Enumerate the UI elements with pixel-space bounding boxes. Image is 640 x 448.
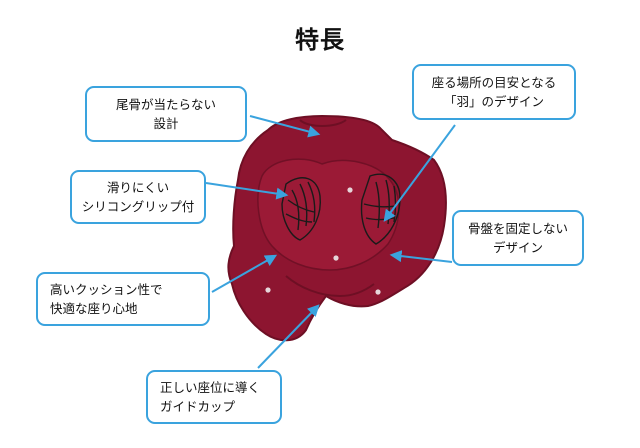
callout-line: 「羽」のデザイン [443,94,544,109]
callout-line: 座る場所の目安となる [431,75,557,90]
hole [333,255,339,261]
arrow-guide-cup [257,304,320,369]
callout-cushion: 高いクッション性で 快適な座り心地 [36,272,210,326]
arrow-grip [205,182,289,200]
callout-line: 尾骨が当たらない [115,97,216,112]
callout-line: 快適な座り心地 [50,301,138,316]
hole [347,187,353,193]
callout-line: ガイドカップ [160,399,236,414]
callout-line: シリコングリップ付 [81,199,195,214]
hole [265,287,271,293]
arrow-cushion [211,254,278,293]
tailbone-notch [299,119,347,127]
guide-cup [285,275,375,298]
callout-tailbone: 尾骨が当たらない 設計 [85,86,247,142]
hole [375,289,381,295]
arrow-tailbone [249,115,321,138]
arrow-seat-wings [383,124,456,222]
callout-line: 設計 [153,116,179,131]
callout-pelvis: 骨盤を固定しない デザイン [452,210,584,266]
callout-grip: 滑りにくい シリコングリップ付 [70,170,206,224]
arrow-pelvis [389,250,453,263]
seat-contour [257,158,400,271]
callout-line: デザイン [492,240,543,255]
callout-line: 滑りにくい [106,180,170,195]
left-wing-icon [281,177,321,241]
callout-line: 骨盤を固定しない [467,221,568,236]
callout-line: 高いクッション性で [50,282,163,297]
callout-seat-wings: 座る場所の目安となる 「羽」のデザイン [412,64,576,120]
page-title: 特長 [295,26,345,54]
callout-guide-cup: 正しい座位に導く ガイドカップ [146,370,282,424]
callout-line: 正しい座位に導く [160,380,261,395]
